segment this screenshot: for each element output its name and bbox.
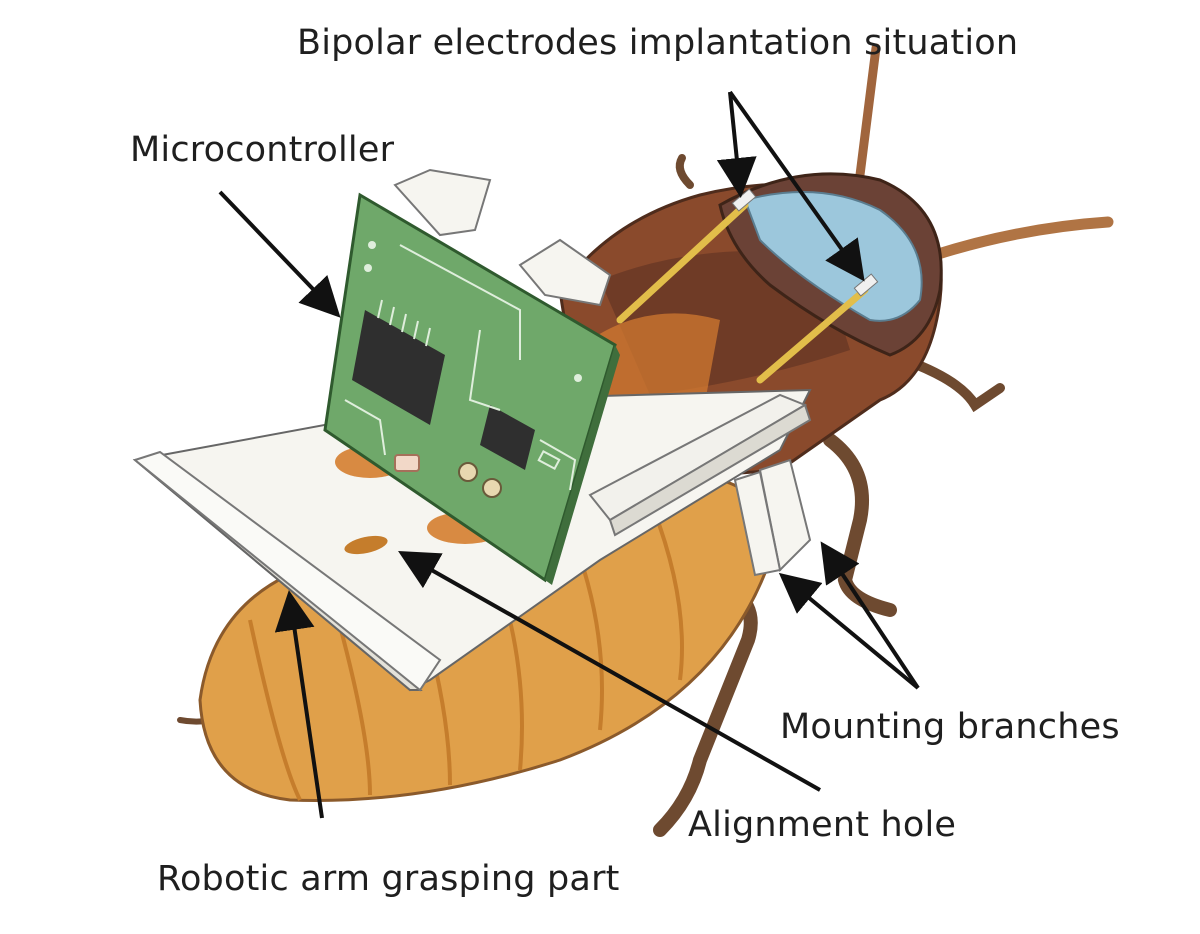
- main-chip: [352, 310, 445, 425]
- backpack-base: [132, 168, 812, 692]
- arrow-electrode-left: [716, 91, 757, 198]
- arrow-mounting-right: [820, 541, 920, 690]
- antennae: [855, 43, 1114, 261]
- secondary-chip: [480, 405, 535, 470]
- arrow-alignment-hole: [398, 551, 821, 792]
- label-bipolar-electrodes: Bipolar electrodes implantation situatio…: [297, 23, 1019, 63]
- arrow-electrode-right: [728, 90, 865, 282]
- arrow-microcontroller: [218, 190, 341, 318]
- annotation-arrows: [218, 90, 920, 819]
- arrow-mounting-left: [778, 572, 920, 690]
- label-mounting-branches: Mounting branches: [780, 707, 1120, 747]
- microcontroller-board: [323, 192, 620, 585]
- label-robotic-arm-grasping-part: Robotic arm grasping part: [157, 859, 620, 899]
- arrow-robotic-arm: [274, 590, 324, 819]
- label-microcontroller: Microcontroller: [130, 130, 395, 170]
- label-alignment-hole: Alignment hole: [688, 805, 957, 845]
